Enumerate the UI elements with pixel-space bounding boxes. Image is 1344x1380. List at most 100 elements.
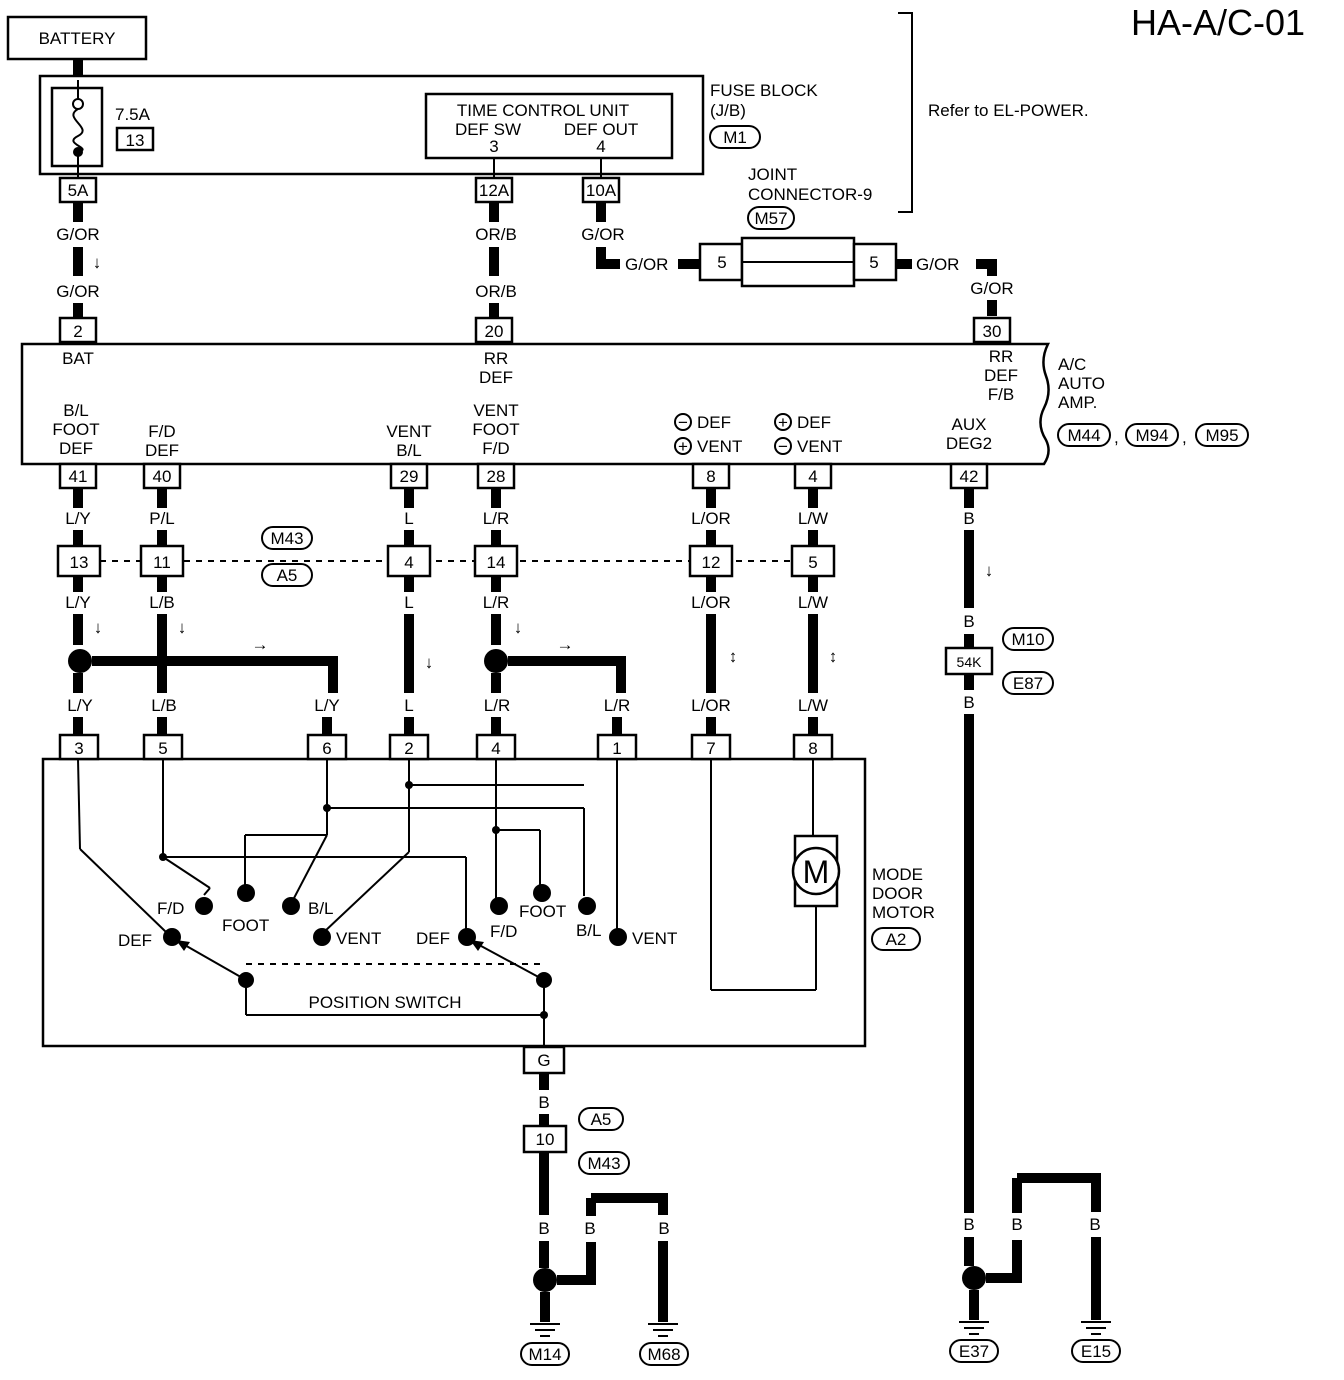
svg-text:5: 5 [869, 253, 878, 272]
svg-text:M95: M95 [1205, 426, 1238, 445]
svg-text:42: 42 [960, 467, 979, 486]
svg-text:B: B [963, 612, 974, 631]
mode-door-motor [41, 757, 867, 1048]
svg-text:−: − [678, 413, 688, 432]
svg-text:G/OR: G/OR [56, 225, 99, 244]
battery-label: BATTERY [39, 29, 116, 48]
amp-label: A/C [1058, 355, 1086, 374]
svg-text:5: 5 [808, 553, 817, 572]
motor-conn: A2 [886, 930, 907, 949]
svg-text:29: 29 [400, 467, 419, 486]
svg-text:↕: ↕ [829, 647, 838, 666]
svg-text:RR: RR [989, 347, 1014, 366]
svg-text:+: + [678, 437, 688, 456]
refer-note: Refer to EL-POWER. [928, 101, 1089, 120]
svg-text:DEF SW: DEF SW [455, 120, 521, 139]
svg-text:AUTO: AUTO [1058, 374, 1105, 393]
svg-text:3: 3 [489, 137, 498, 156]
svg-text:L/B: L/B [149, 593, 175, 612]
svg-text:L/W: L/W [798, 593, 828, 612]
svg-text:B/L: B/L [308, 899, 334, 918]
ground-icon [648, 1323, 678, 1337]
svg-text:F/B: F/B [988, 385, 1014, 404]
svg-text:B: B [963, 1215, 974, 1234]
svg-text:L/OR: L/OR [691, 593, 731, 612]
svg-text:11: 11 [153, 553, 171, 572]
svg-text:→: → [557, 635, 574, 654]
svg-text:↓: ↓ [178, 618, 187, 637]
svg-text:M43: M43 [270, 529, 303, 548]
svg-text:DEF: DEF [479, 368, 513, 387]
svg-text:40: 40 [153, 467, 172, 486]
ground-icon [530, 1323, 560, 1337]
svg-text:FOOT: FOOT [222, 916, 269, 935]
position-switch-label: POSITION SWITCH [309, 993, 462, 1012]
svg-text:VENT: VENT [632, 929, 677, 948]
svg-text:VENT: VENT [697, 437, 742, 456]
svg-text:↓: ↓ [94, 618, 103, 637]
svg-text:12: 12 [702, 553, 721, 572]
svg-text:L/Y: L/Y [65, 509, 91, 528]
svg-text:CONNECTOR-9: CONNECTOR-9 [748, 185, 872, 204]
svg-text:B: B [963, 693, 974, 712]
svg-text:L: L [404, 593, 413, 612]
svg-text:L/W: L/W [798, 696, 828, 715]
tcu-title: TIME CONTROL UNIT [457, 101, 629, 120]
svg-text:BAT: BAT [62, 349, 94, 368]
svg-text:12A: 12A [479, 181, 510, 200]
svg-text:G/OR: G/OR [916, 255, 959, 274]
svg-text:L/R: L/R [484, 696, 510, 715]
svg-text:L/R: L/R [604, 696, 630, 715]
svg-text:B/L: B/L [576, 921, 602, 940]
svg-text:DEF: DEF [984, 366, 1018, 385]
svg-text:3: 3 [74, 739, 83, 758]
ground-m68: M68 [647, 1345, 680, 1364]
svg-text:7: 7 [706, 739, 715, 758]
svg-text:B: B [538, 1093, 549, 1112]
amp-bottom-pins: 41 40 29 28 8 4 42 [58, 462, 989, 490]
svg-text:FOOT: FOOT [472, 420, 519, 439]
svg-text:28: 28 [487, 467, 506, 486]
svg-text:OR/B: OR/B [475, 282, 517, 301]
svg-text:(J/B): (J/B) [710, 101, 746, 120]
fuse-terminals: 5A 12A 10A [58, 176, 621, 204]
position-switch-wiring [77, 758, 627, 1048]
svg-text:G/OR: G/OR [625, 255, 668, 274]
joint-conn: M57 [754, 209, 787, 228]
svg-text:G/OR: G/OR [970, 279, 1013, 298]
svg-text:MOTOR: MOTOR [872, 903, 935, 922]
svg-text:A5: A5 [277, 566, 298, 585]
ground-icon [959, 1321, 989, 1335]
svg-text:B/L: B/L [396, 441, 422, 460]
svg-text:30: 30 [983, 322, 1002, 341]
svg-text:,: , [1114, 428, 1119, 447]
motor-label: MODE [872, 865, 923, 884]
svg-text:4: 4 [404, 553, 413, 572]
motor-pins: 3 5 6 2 4 1 7 8 [58, 733, 834, 761]
svg-text:2: 2 [404, 739, 413, 758]
svg-text:↓: ↓ [514, 618, 523, 637]
svg-text:DEF: DEF [59, 439, 93, 458]
svg-text:G/OR: G/OR [56, 282, 99, 301]
svg-text:G/OR: G/OR [581, 225, 624, 244]
svg-text:13: 13 [70, 553, 89, 572]
svg-text:OR/B: OR/B [475, 225, 517, 244]
joint-label: JOINT [748, 165, 797, 184]
fuse-block-label: FUSE BLOCK [710, 81, 818, 100]
svg-text:DEF: DEF [416, 929, 450, 948]
svg-text:L/Y: L/Y [314, 696, 340, 715]
svg-text:L/R: L/R [483, 593, 509, 612]
svg-text:RR: RR [484, 349, 509, 368]
svg-text:DEF: DEF [145, 441, 179, 460]
svg-text:VENT: VENT [797, 437, 842, 456]
svg-text:B/L: B/L [63, 401, 89, 420]
svg-text:10A: 10A [586, 181, 617, 200]
svg-text:B: B [584, 1219, 595, 1238]
svg-text:DOOR: DOOR [872, 884, 923, 903]
svg-text:L/R: L/R [483, 509, 509, 528]
svg-text:L/W: L/W [798, 509, 828, 528]
diagram-title: HA-A/C-01 [1131, 2, 1305, 43]
svg-text:↓: ↓ [425, 653, 434, 672]
svg-text:4: 4 [491, 739, 500, 758]
